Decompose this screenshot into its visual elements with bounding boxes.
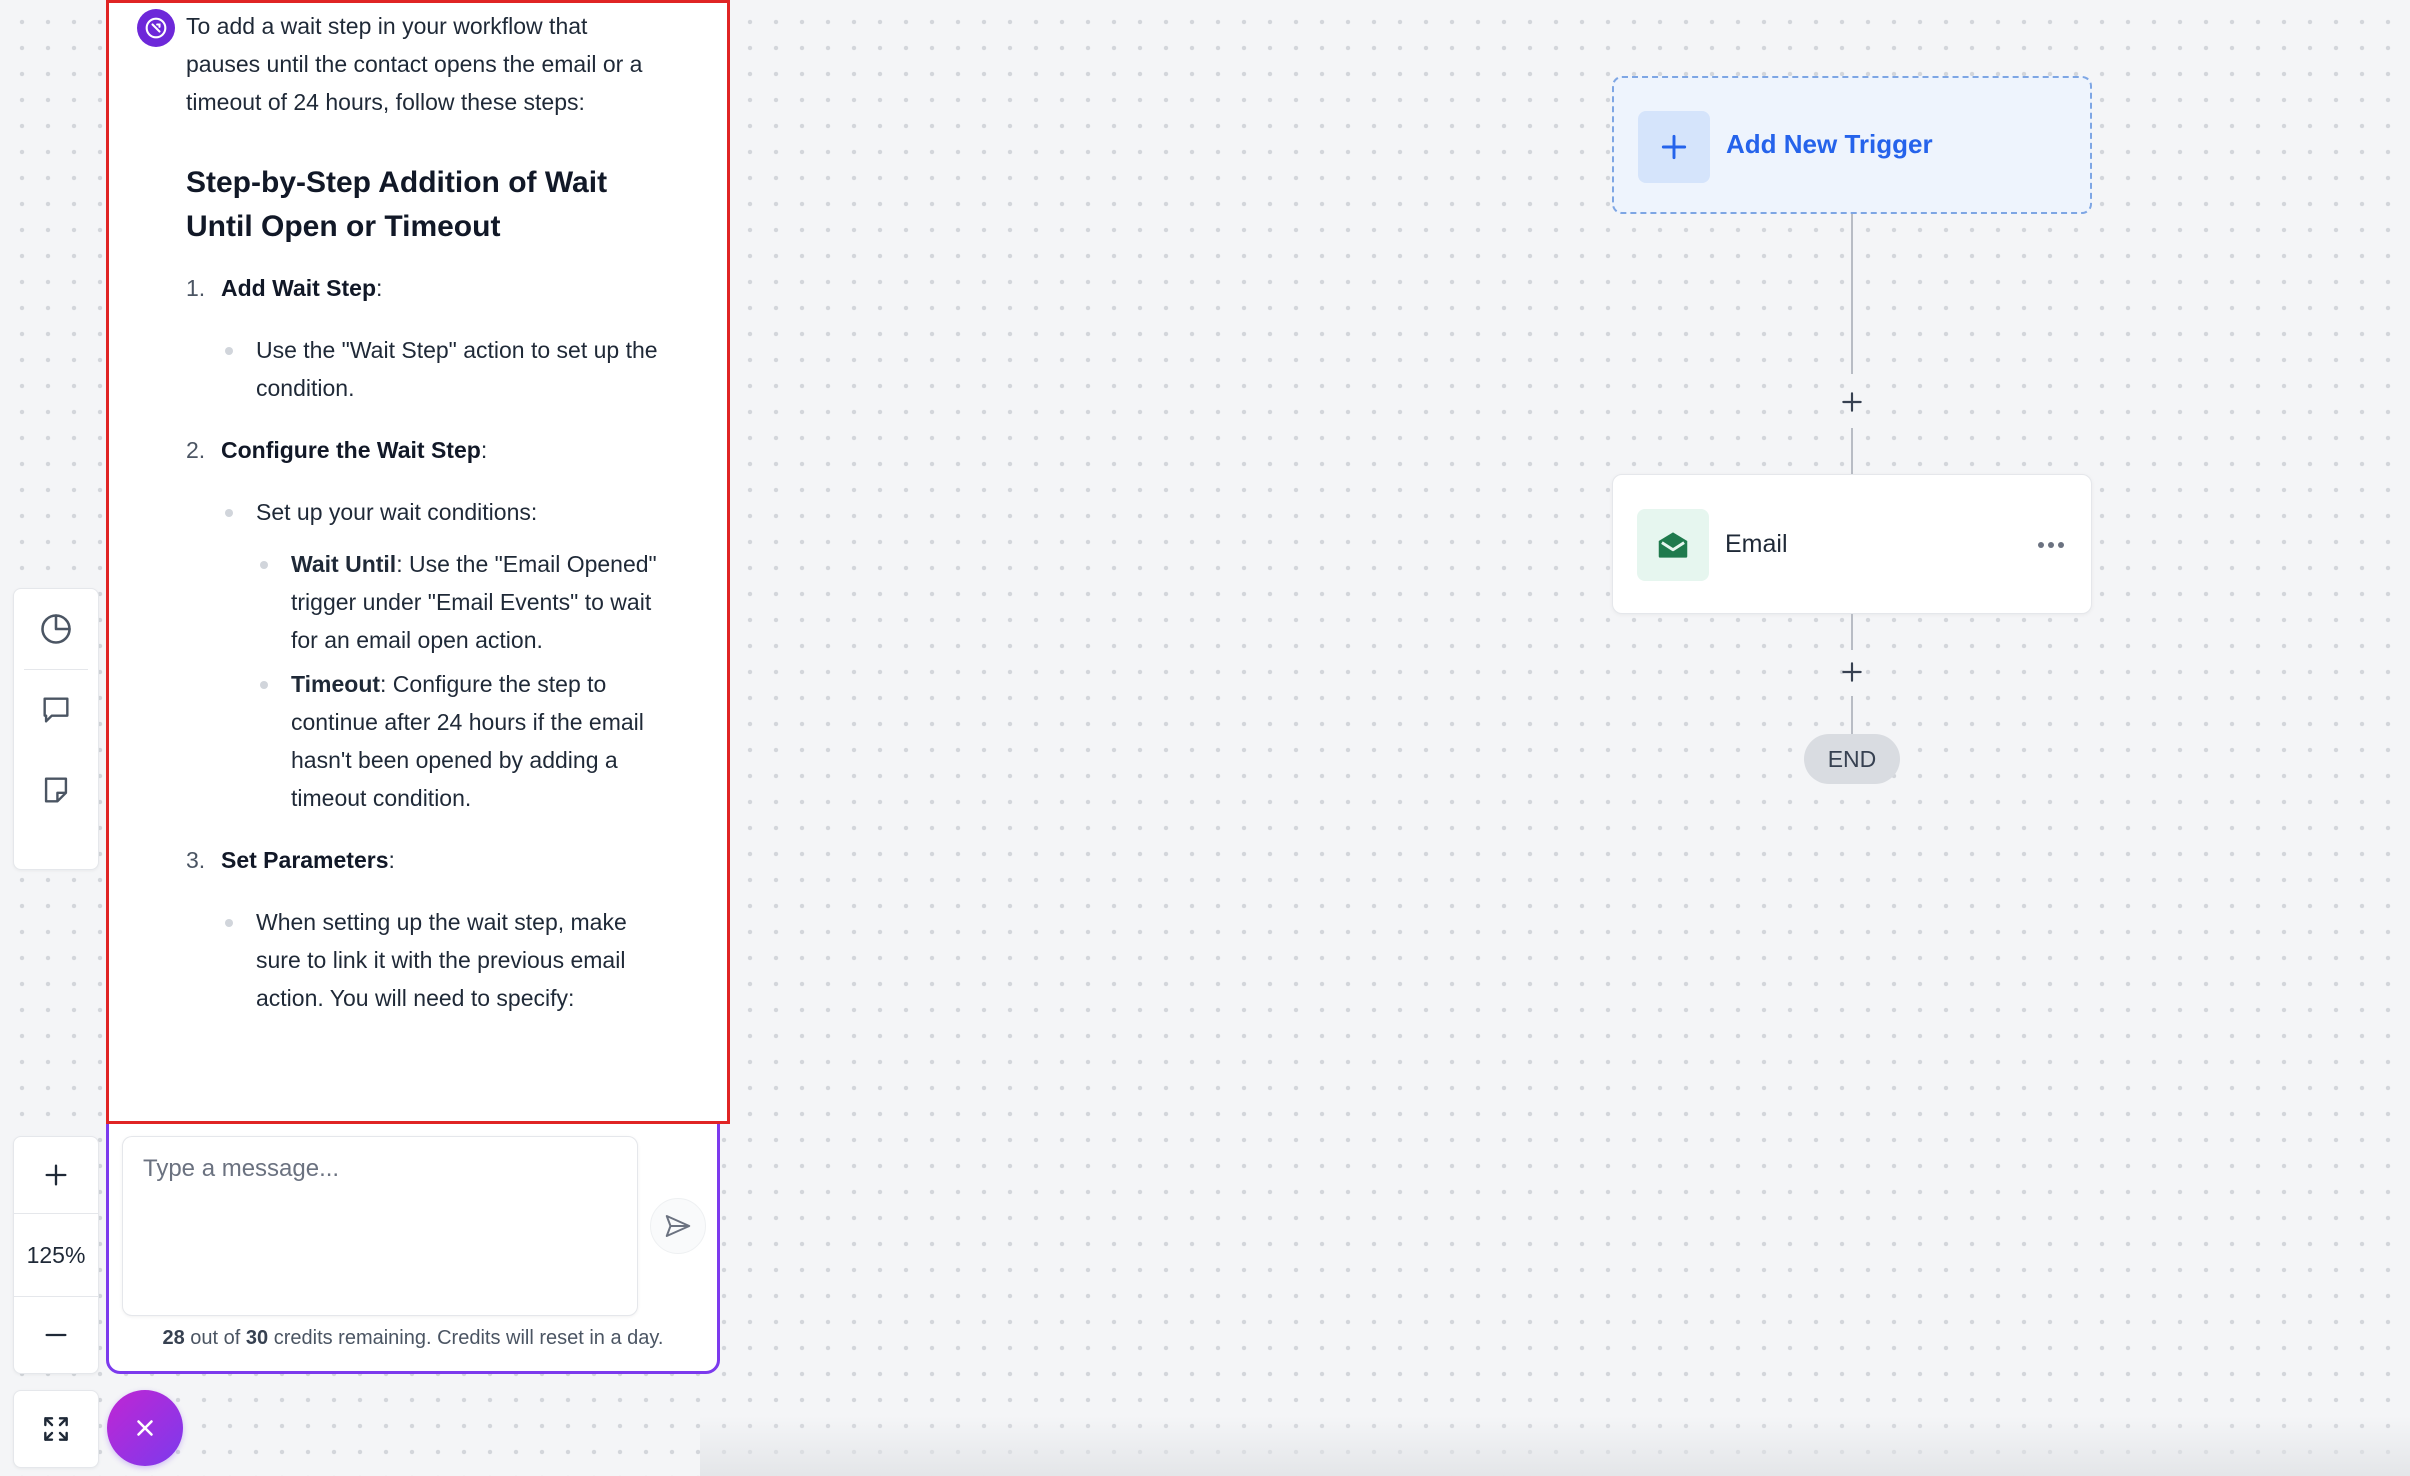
credits-suffix: credits remaining. Credits will reset in…: [268, 1327, 664, 1349]
plus-icon: [45, 1164, 67, 1186]
assistant-message: To add a wait step in your workflow that…: [186, 7, 666, 1041]
add-trigger-label: Add New Trigger: [1726, 129, 1933, 159]
list-item: Set up your wait conditions:: [221, 493, 666, 531]
chat-bubble-icon: [43, 697, 69, 723]
end-node: END: [1804, 734, 1900, 784]
bullet-text: Use the "Wait Step" action to set up the…: [256, 337, 658, 401]
notes-button[interactable]: [14, 750, 98, 830]
more-horizontal-icon: [2038, 542, 2064, 548]
comments-button[interactable]: [14, 670, 98, 750]
step-title: Add Wait Step: [221, 275, 377, 301]
connector-line: [1851, 614, 1853, 650]
credits-total: 30: [245, 1327, 269, 1349]
add-trigger-plus: [1638, 111, 1710, 183]
step-colon: :: [376, 275, 383, 301]
fit-view-icon: [44, 1417, 68, 1441]
plus-icon: [1661, 134, 1687, 160]
assistant-message-area[interactable]: To add a wait step in your workflow that…: [106, 0, 730, 1124]
email-action-label: Email: [1725, 530, 1788, 558]
plus-icon: [1842, 662, 1862, 682]
list-item: When setting up the wait step, make sure…: [221, 903, 666, 1017]
subbullet-text: : Configure the step to continue after 2…: [291, 671, 644, 811]
close-assistant-button[interactable]: [107, 1390, 183, 1466]
step-number: 2.: [186, 437, 206, 463]
credits-notice: 28 out of 30 credits remaining. Credits …: [110, 1327, 716, 1350]
add-step-button[interactable]: [1834, 654, 1870, 690]
bullet-text: When setting up the wait step, make sure…: [256, 909, 627, 1011]
step-number: 1.: [186, 275, 206, 301]
step-item: 2. Configure the Wait Step: Set up your …: [186, 431, 666, 817]
close-icon: [137, 1420, 153, 1436]
message-input[interactable]: [123, 1137, 637, 1315]
fit-view-button[interactable]: [13, 1390, 99, 1468]
sticky-note-icon: [44, 777, 68, 803]
message-heading: Step-by-Step Addition of Wait Until Open…: [186, 166, 608, 243]
list-item: Use the "Wait Step" action to set up the…: [221, 331, 666, 407]
step-colon: :: [480, 437, 488, 463]
step-item: 3. Set Parameters: When setting up the w…: [186, 841, 666, 1017]
step-number: 3.: [186, 847, 206, 873]
add-trigger-card[interactable]: Add New Trigger: [1612, 76, 2092, 214]
add-step-button[interactable]: [1834, 384, 1870, 420]
subbullet-label: Timeout: [291, 671, 381, 697]
left-toolbar: [13, 588, 99, 870]
message-intro: To add a wait step in your workflow that…: [186, 13, 643, 115]
credits-out-of: out of: [184, 1327, 246, 1349]
connector-line: [1851, 696, 1853, 734]
canvas-bottom-shade: [700, 1416, 2410, 1476]
credits-used: 28: [162, 1327, 185, 1349]
zoom-controls: 125%: [13, 1136, 99, 1374]
assistant-logo-icon: [145, 17, 167, 39]
minus-icon: [45, 1333, 67, 1337]
send-icon: [665, 1215, 691, 1237]
email-icon-box: [1637, 509, 1709, 581]
step-title: Configure the Wait Step: [221, 437, 481, 463]
connector-line: [1851, 428, 1853, 474]
subbullet-label: Wait Until: [291, 551, 397, 577]
plus-icon: [1842, 392, 1862, 412]
message-composer: [122, 1136, 638, 1316]
connector-line: [1851, 214, 1853, 374]
zoom-level: 125%: [14, 1213, 98, 1297]
pie-chart-icon: [41, 614, 71, 644]
list-item: Wait Until: Use the "Email Opened" trigg…: [256, 545, 666, 659]
step-item: 1. Add Wait Step: Use the "Wait Step" ac…: [186, 269, 666, 407]
more-options-button[interactable]: [2031, 527, 2071, 563]
bullet-text: Set up your wait conditions:: [256, 499, 538, 525]
assistant-avatar: [137, 9, 175, 47]
zoom-in-button[interactable]: [14, 1137, 98, 1213]
analytics-button[interactable]: [14, 589, 98, 669]
zoom-out-button[interactable]: [14, 1297, 98, 1373]
step-title: Set Parameters: [221, 847, 389, 873]
step-colon: :: [388, 847, 395, 873]
toolbar-divider: [24, 669, 88, 670]
list-item: Timeout: Configure the step to continue …: [256, 665, 666, 817]
email-action-card[interactable]: Email: [1612, 474, 2092, 614]
subbullet-text: : Use the "Email Opened" trigger under "…: [291, 551, 657, 653]
send-button[interactable]: [650, 1198, 706, 1254]
email-open-icon: [1658, 532, 1688, 558]
